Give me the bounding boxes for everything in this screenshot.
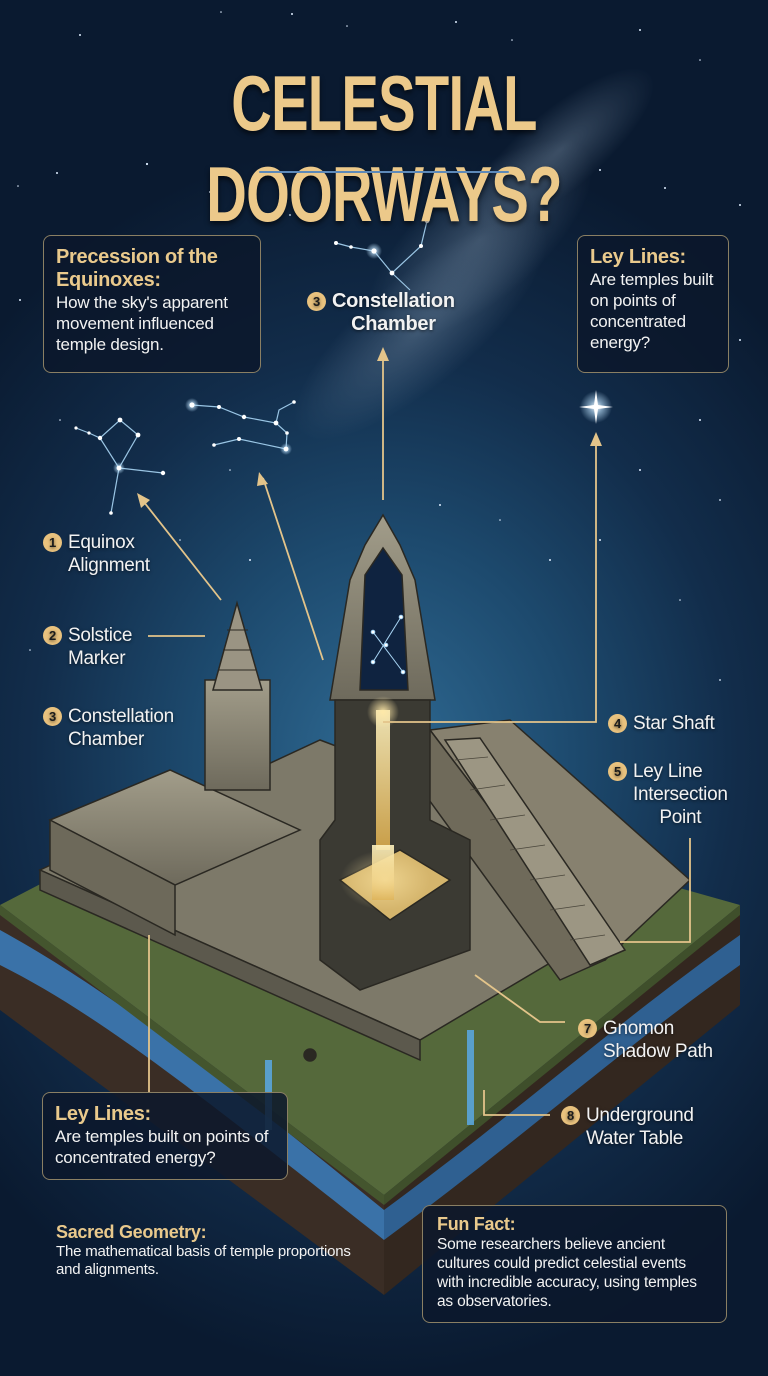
arrowheads [137, 347, 602, 508]
badge-3-icon: 3 [43, 707, 62, 726]
label-equinox-alignment: 1 Equinox Alignment [43, 531, 150, 577]
badge-4-icon: 4 [608, 714, 627, 733]
badge-1-icon: 1 [43, 533, 62, 552]
leader-lines [139, 355, 691, 1116]
constellation-top-stars [334, 218, 430, 276]
label-underground-water-table: 8 Underground Water Table [561, 1104, 694, 1150]
badge-5-icon: 5 [608, 762, 627, 781]
card-precession: Precession of the Equinoxes: How the sky… [43, 235, 261, 373]
card-fun-fact-title: Fun Fact: [437, 1214, 516, 1234]
card-fun-fact: Fun Fact: Some researchers believe ancie… [422, 1205, 727, 1323]
title-divider [259, 171, 509, 173]
card-ley-lines-top: Ley Lines: Are temples built on points o… [577, 235, 729, 373]
sacred-geometry-title: Sacred Geometry: [56, 1222, 207, 1242]
card-precession-title: Precession of the Equinoxes: [56, 246, 218, 291]
label-star-shaft: 4 Star Shaft [608, 712, 715, 735]
badge-8-icon: 8 [561, 1106, 580, 1125]
badge-7-icon: 7 [578, 1019, 597, 1038]
badge-2-icon: 2 [43, 626, 62, 645]
card-precession-body: How the sky's apparent movement influenc… [56, 293, 228, 354]
sacred-geometry-block: Sacred Geometry: The mathematical basis … [56, 1222, 356, 1279]
constellation-left-stars [74, 417, 166, 515]
sacred-geometry-body: The mathematical basis of temple proport… [56, 1243, 351, 1278]
background-stars [17, 11, 741, 681]
label-ley-line-intersection: 5 Ley Line Intersection Point [608, 760, 728, 829]
constellation-top [335, 220, 428, 291]
card-ley-lines-top-title: Ley Lines: [590, 246, 686, 268]
card-ley-lines-bottom: Ley Lines: Are temples built on points o… [42, 1092, 288, 1180]
card-ley-lines-bottom-body: Are temples built on points of concentra… [55, 1127, 269, 1167]
milky-way [292, 67, 656, 442]
page-title: CELESTIAL DOORWAYS? [206, 59, 562, 238]
card-ley-lines-bottom-title: Ley Lines: [55, 1103, 151, 1125]
label-gnomon-shadow-path: 7 Gnomon Shadow Path [578, 1017, 713, 1063]
card-ley-lines-top-body: Are temples built on points of concentra… [590, 270, 714, 352]
constellation-middle [191, 401, 295, 450]
label-constellation-chamber-top: 3 Constellation Chamber [307, 290, 455, 336]
badge-3-icon: 3 [307, 292, 326, 311]
label-solstice-marker: 2 Solstice Marker [43, 624, 132, 670]
card-fun-fact-body: Some researchers believe ancient culture… [437, 1236, 697, 1310]
tower-constellation [370, 614, 406, 675]
constellation-middle-stars [185, 398, 296, 455]
bright-star-icon [579, 390, 613, 424]
label-constellation-chamber: 3 Constellation Chamber [43, 705, 174, 751]
